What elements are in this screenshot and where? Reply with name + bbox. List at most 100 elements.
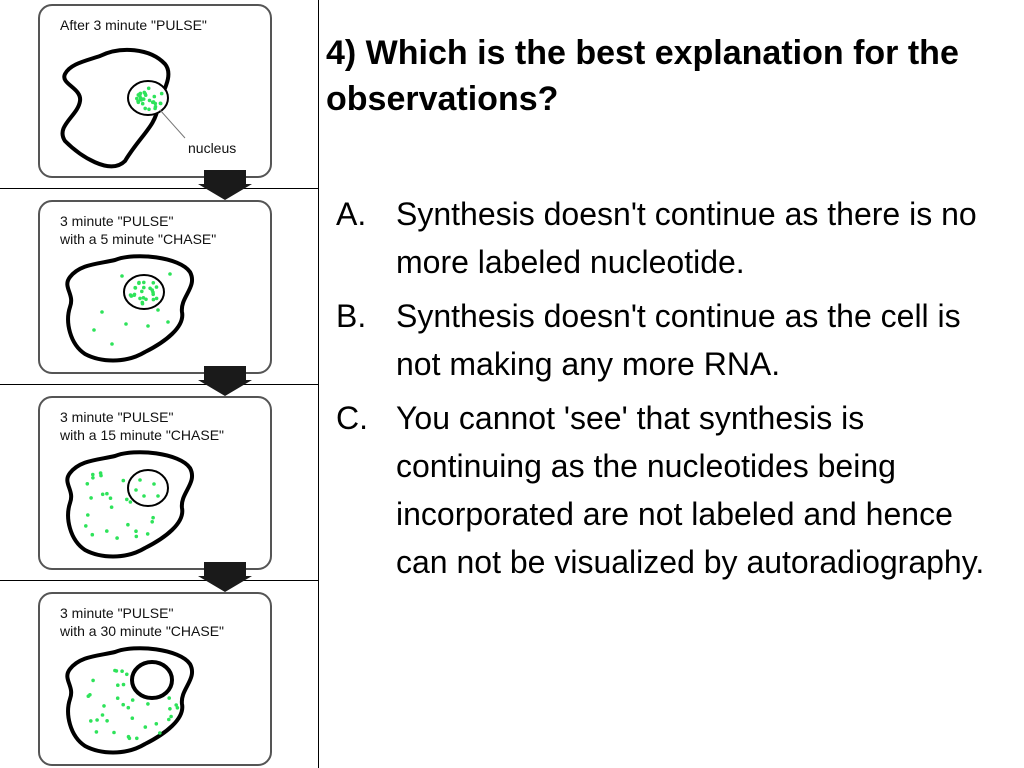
- rna-dot: [89, 719, 93, 723]
- rna-dot: [109, 505, 114, 509]
- rna-dot: [147, 107, 151, 112]
- rna-dot: [167, 696, 171, 700]
- panel-caption: 3 minute "PULSE" with a 5 minute "CHASE": [60, 213, 217, 247]
- rna-dot: [143, 725, 148, 729]
- rna-dot: [136, 100, 141, 105]
- rna-dot: [143, 106, 147, 111]
- cell-drawing: [65, 646, 194, 755]
- panel-chase-30min: 3 minute "PULSE" with a 30 minute "CHASE…: [38, 592, 272, 766]
- rna-dot: [114, 669, 119, 673]
- cell-membrane: [65, 254, 194, 363]
- arrow-down-icon: [198, 170, 252, 200]
- rna-dot: [132, 292, 137, 297]
- rna-dot: [86, 513, 90, 517]
- rna-dot: [153, 104, 158, 109]
- rna-dot: [115, 536, 119, 540]
- cell-drawing: [65, 254, 194, 363]
- rna-dot: [91, 678, 95, 683]
- rna-dot: [121, 478, 126, 483]
- rna-dot: [174, 703, 178, 707]
- cytoplasm-dots: [92, 272, 172, 346]
- rna-dot: [126, 705, 131, 710]
- cell-membrane: [65, 450, 194, 559]
- rna-dot: [85, 482, 90, 486]
- rna-dot: [128, 500, 133, 504]
- rna-dot: [154, 296, 159, 301]
- rna-dot: [84, 524, 88, 528]
- nucleus: [127, 80, 169, 116]
- rna-dot: [128, 293, 133, 297]
- rna-dot: [152, 94, 157, 99]
- rna-dot: [151, 297, 156, 302]
- answer-text: Synthesis doesn't continue as there is n…: [396, 196, 977, 280]
- rna-dot: [139, 97, 143, 101]
- rna-dot: [121, 702, 125, 707]
- rna-dot: [151, 290, 155, 295]
- rna-dot: [125, 672, 129, 677]
- answer-option-a: A. Synthesis doesn't continue as there i…: [336, 190, 1008, 286]
- rna-dot: [130, 716, 135, 720]
- cell-drawing: [60, 47, 186, 169]
- panel-divider: [0, 384, 318, 385]
- answer-letter: B.: [336, 298, 367, 334]
- answer-option-c: C. You cannot 'see' that synthesis is co…: [336, 394, 1008, 586]
- rna-dot: [140, 289, 144, 294]
- rna-dot: [159, 91, 164, 96]
- rna-dot: [98, 471, 103, 475]
- panel-chase-15min: 3 minute "PULSE" with a 15 minute "CHASE…: [38, 396, 272, 570]
- answer-text: Synthesis doesn't continue as the cell i…: [396, 298, 961, 382]
- cell-drawing: [65, 450, 194, 559]
- rna-dot: [105, 491, 109, 496]
- arrow-down-icon: [198, 562, 252, 592]
- rna-dot: [169, 714, 173, 719]
- nucleus: [130, 660, 174, 700]
- rna-dot: [115, 696, 120, 700]
- cytoplasm-dots: [84, 471, 155, 540]
- rna-dot: [89, 496, 93, 500]
- answer-letter: A.: [336, 196, 367, 232]
- rna-dot: [135, 736, 139, 741]
- rna-dot: [142, 90, 147, 95]
- answer-letter: C.: [336, 400, 368, 436]
- rna-dot: [91, 476, 95, 480]
- rna-dot: [94, 730, 99, 734]
- cytoplasm-dots: [86, 668, 180, 741]
- rna-dot: [150, 520, 154, 524]
- rna-dot: [140, 301, 145, 306]
- rna-dot: [95, 718, 99, 722]
- rna-dot: [86, 694, 91, 698]
- rna-dot: [108, 496, 113, 500]
- rna-dot: [120, 669, 124, 673]
- rna-dot: [148, 286, 152, 291]
- rna-dot: [125, 497, 129, 502]
- nucleus-pointer: [159, 109, 186, 139]
- rna-dot: [144, 297, 148, 302]
- rna-dot: [167, 717, 171, 722]
- rna-dot: [105, 719, 109, 723]
- panel-caption: After 3 minute "PULSE": [60, 17, 207, 33]
- rna-dot: [141, 296, 146, 300]
- rna-dot: [154, 285, 159, 289]
- rna-dot: [100, 492, 105, 497]
- labeled-rna-dots: [135, 86, 164, 112]
- rna-dot: [168, 707, 172, 711]
- rna-dot: [133, 285, 137, 290]
- rna-dot: [145, 532, 150, 536]
- pulse-chase-diagram: After 3 minute "PULSE" nucleus 3 minute …: [0, 0, 319, 768]
- rna-dot: [138, 296, 142, 301]
- rna-dot: [100, 713, 105, 717]
- rna-dot: [140, 101, 145, 106]
- cell-membrane: [65, 646, 194, 755]
- rna-dot: [150, 100, 155, 105]
- question-title: 4) Which is the best explanation for the…: [326, 34, 959, 118]
- panel-caption: 3 minute "PULSE" with a 15 minute "CHASE…: [60, 409, 225, 443]
- answer-text: You cannot 'see' that synthesis is conti…: [396, 400, 985, 580]
- rna-dot: [127, 736, 132, 741]
- labeled-rna-dots: [134, 478, 160, 498]
- rna-dot: [137, 280, 141, 285]
- arrow-down-icon: [198, 366, 252, 396]
- panel-caption: 3 minute "PULSE" with a 30 minute "CHASE…: [60, 605, 225, 639]
- rna-dot: [126, 522, 130, 527]
- rna-dot: [105, 529, 109, 533]
- rna-dot: [130, 698, 135, 702]
